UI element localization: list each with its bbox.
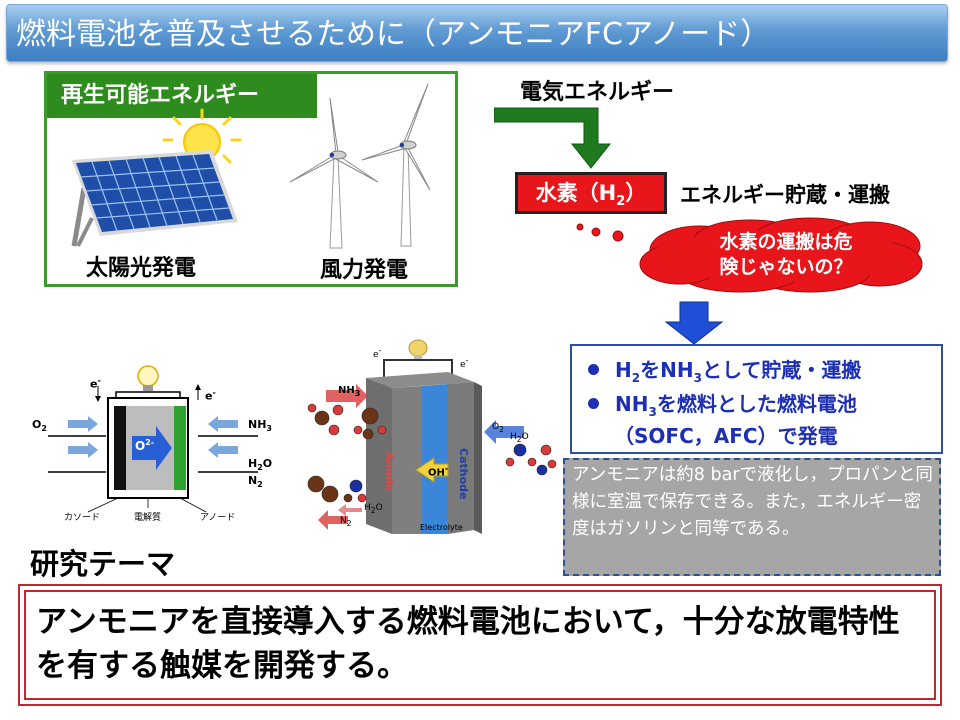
title-bar [6, 4, 948, 62]
afc-o2-text: O [492, 422, 500, 432]
sofc-h2o-end: O [262, 457, 273, 470]
afc-h2o-left-end: O [375, 503, 383, 513]
sofc-e-right: e- [205, 388, 216, 403]
afc-e-left-text: e [373, 350, 379, 360]
bullet-dot [588, 398, 599, 409]
ammonia-solution-box [570, 344, 943, 454]
bullet-2-sub: 3 [648, 405, 657, 419]
hydrogen-label-subscript: 2 [616, 194, 626, 210]
bullet-2-start: NH [615, 392, 649, 416]
bullet-1-h: H [615, 358, 632, 382]
cloud-line-1: 水素の運搬は危 [719, 231, 853, 253]
sofc-e-right-text: e [205, 389, 213, 403]
blue-down-arrow-icon [664, 301, 724, 345]
bullet-1-end: として貯蔵・運搬 [701, 358, 862, 382]
afc-h2o-left-text: H [364, 503, 371, 513]
afc-o2-sub: 2 [499, 424, 504, 434]
page-title: 燃料電池を普及させるために（アンモニアFCアノード） [16, 17, 771, 52]
bullet-1-sub-1: 2 [631, 371, 641, 385]
afc-nh3-label: NH3 [338, 385, 360, 398]
ammonia-note-text: アンモニアは約8 barで液化し，プロパンと同様に室温で保存できる。また，エネル… [572, 465, 933, 539]
solar-power-label: 太陽光発電 [86, 256, 197, 281]
afc-electrolyte-label: Electrolyte [420, 523, 463, 532]
afc-h2o-right-end: O [521, 432, 529, 442]
bullet-item-3: （SOFC，AFC）で発電 [614, 424, 838, 448]
afc-oh-text: OH [428, 467, 445, 479]
sofc-electrolyte-label: 電解質 [134, 513, 162, 523]
bullet-item-2: NH3を燃料とした燃料電池 [588, 388, 857, 419]
sofc-o2-sub: 2 [41, 424, 47, 434]
afc-oh-label: OH- [428, 464, 449, 479]
sofc-anode-label: アノード [200, 513, 236, 523]
renewable-energy-panel [44, 71, 458, 287]
thought-cloud [576, 217, 923, 293]
afc-o2-label: O2 [492, 422, 504, 434]
afc-e-left: e- [373, 346, 382, 360]
sofc-n2-label: N2 [248, 474, 263, 489]
ammonia-note-box [563, 458, 941, 576]
afc-cathode-label: Cathode [457, 448, 470, 500]
sofc-h2o-text: H [248, 457, 258, 470]
afc-n2-text: N [340, 516, 347, 526]
bullet-dot [588, 364, 599, 375]
afc-nh3-text: NH [338, 385, 355, 396]
research-theme-label: 研究テーマ [30, 547, 176, 581]
sofc-nh3-text: NH [248, 418, 267, 431]
afc-schematic-diagram [307, 339, 557, 534]
sofc-n2-sub: 2 [257, 480, 263, 490]
sofc-nh3-label: NH3 [248, 418, 272, 433]
sofc-nh3-sub: 3 [266, 424, 272, 434]
bullet-1-mid: をNH [640, 358, 694, 382]
afc-h2o-right-sub: 2 [516, 434, 522, 444]
afc-h2o-right-label: H2O [510, 432, 529, 444]
bullet-item-1: H2をNH3として貯蔵・運搬 [588, 354, 861, 385]
wind-power-label: 風力発電 [320, 258, 409, 283]
sofc-e-left-text: e [90, 377, 98, 391]
sofc-schematic-diagram [48, 365, 258, 513]
sofc-o2-ion-label: O2- [135, 438, 154, 453]
sofc-e-left: e- [90, 376, 101, 391]
afc-e-right: e- [460, 356, 469, 370]
research-theme-inner-border [24, 590, 936, 700]
afc-h2o-left-sub: 2 [370, 505, 376, 515]
afc-e-right-text: e [460, 360, 466, 370]
afc-h2o-left-label: H2O [364, 503, 383, 515]
sofc-h2o-label: H2O [248, 457, 272, 472]
hydrogen-box: 水素（H2） [515, 172, 667, 214]
afc-nh3-sub: 3 [354, 389, 361, 398]
sofc-o2-text: O [32, 418, 42, 431]
hydrogen-label-end: ） [625, 181, 647, 205]
solar-panel-illustration [71, 150, 238, 247]
cloud-text: 水素の運搬は危 険じゃないの？ [658, 230, 914, 280]
afc-h2o-right-text: H [510, 432, 517, 442]
cloud-line-2: 険じゃないの？ [719, 256, 853, 278]
afc-anode-label: Anode [383, 452, 396, 492]
bullet-2-end: を燃料とした燃料電池 [656, 392, 857, 416]
hydrogen-label-main: 水素（H [535, 181, 617, 205]
renewable-energy-label: 再生可能エネルギー [47, 74, 317, 118]
sofc-o2-ion-sup: 2- [145, 438, 155, 447]
sofc-cathode-label: カソード [64, 513, 101, 523]
bullet-1-sub-2: 3 [693, 371, 702, 385]
sofc-o2-ion-text: O [135, 439, 146, 453]
wind-turbine-illustration [289, 83, 431, 249]
research-theme-text: アンモニアを直接導入する燃料電池において，十分な放電特性を有する触媒を開発する。 [36, 604, 900, 684]
afc-n2-label: N2 [340, 516, 352, 528]
sofc-h2o-sub: 2 [257, 463, 263, 473]
sofc-o2-label: O2 [32, 418, 47, 433]
afc-n2-sub: 2 [346, 518, 352, 528]
energy-storage-label: エネルギー貯蔵・運搬 [680, 183, 890, 207]
down-arrow-icon [494, 107, 612, 169]
electric-energy-label: 電気エネルギー [520, 80, 675, 105]
sofc-n2-text: N [248, 474, 258, 487]
research-theme-box [18, 584, 942, 706]
